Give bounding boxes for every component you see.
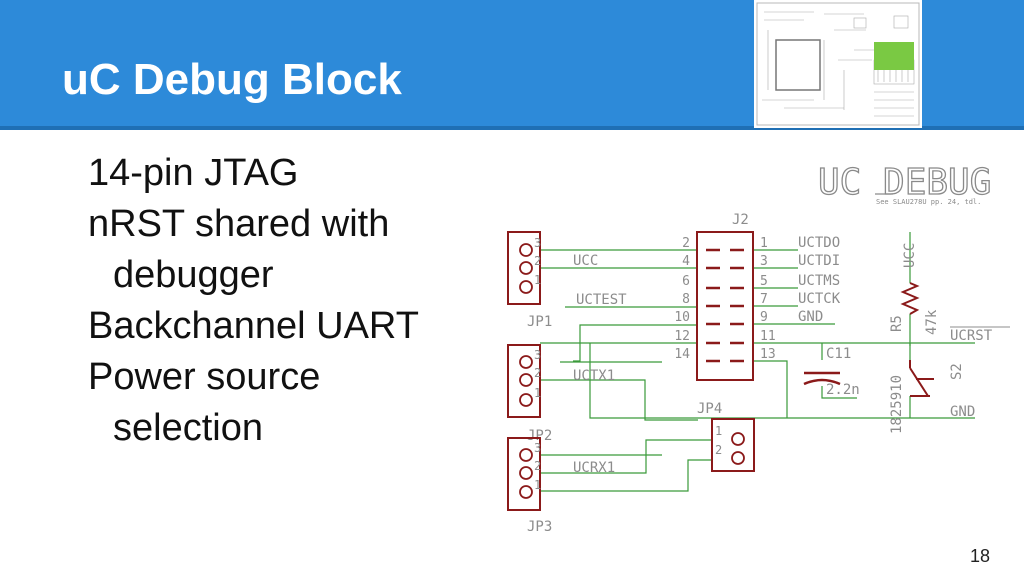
net-label: UCTCK <box>798 291 841 307</box>
jp3-pin-number: 2 <box>534 459 541 473</box>
bullet-item: Backchannel UART <box>88 305 419 347</box>
jp1-connector <box>507 231 541 305</box>
j2-pin-stubs <box>706 248 744 363</box>
r5-label: R5 <box>889 315 905 332</box>
bullet-list: 14-pin JTAG nRST shared with debugger Ba… <box>88 148 419 454</box>
bullet-item: nRST shared with <box>88 203 390 245</box>
jp2-pin-numbers: 3 2 1 <box>534 348 541 400</box>
net-label: GND <box>950 404 975 420</box>
jp3-pin-number: 1 <box>534 478 541 492</box>
jp1-pin-number: 1 <box>534 273 541 287</box>
wires <box>540 232 975 492</box>
j2-right-pin-numbers: 1 3 5 7 9 11 13 <box>760 236 776 362</box>
bullet-item-continuation: debugger <box>113 254 274 296</box>
jp3-connector <box>507 437 541 511</box>
jp2-pins <box>519 355 533 407</box>
jp2-label: JP2 <box>527 428 552 444</box>
j2-connector <box>696 231 754 381</box>
c11-label: C11 <box>826 346 851 362</box>
net-label: UCC <box>902 243 918 268</box>
header-divider <box>0 126 1024 130</box>
jp1-pin-numbers: 3 2 1 <box>534 236 541 287</box>
net-label: UCTX1 <box>573 368 615 384</box>
jp2-pin-number: 2 <box>534 366 541 380</box>
jp1-pin-number: 3 <box>534 236 541 250</box>
jp2-pin-number: 1 <box>534 386 541 400</box>
j2-pin-number: 6 <box>682 274 690 289</box>
schematic-heading: UC DEBUG <box>818 162 991 203</box>
s2-label: S2 <box>949 363 965 380</box>
jp4-pin-number: 2 <box>715 443 722 457</box>
j2-label: J2 <box>732 212 749 228</box>
j2-pin-number: 7 <box>760 292 768 307</box>
jp3-pin-number: 3 <box>534 441 541 455</box>
j2-pin-number: 13 <box>760 347 776 362</box>
jp2-connector <box>507 344 541 418</box>
r5-resistor <box>900 282 920 315</box>
jp3-pin-numbers: 3 2 1 <box>534 441 541 492</box>
jp1-label: JP1 <box>527 314 552 330</box>
jp1-pins <box>519 243 533 294</box>
bullet-item: Power source <box>88 356 321 398</box>
net-label: UCTEST <box>576 292 627 308</box>
net-label: UCC <box>573 253 598 269</box>
jp3-label: JP3 <box>527 519 552 535</box>
page-number: 18 <box>970 546 991 566</box>
slide-title: uC Debug Block <box>62 55 402 104</box>
j2-pin-number: 8 <box>682 292 690 307</box>
jp4-pin-numbers: 1 2 <box>715 424 722 457</box>
net-label: GND <box>798 309 823 325</box>
jp1-pin-number: 2 <box>534 254 541 268</box>
j2-pin-number: 1 <box>760 236 768 251</box>
jp4-label: JP4 <box>697 401 722 417</box>
schematic-subheading: See SLAU278U pp. 24, tdl. <box>876 198 981 206</box>
c11-capacitor <box>803 371 841 386</box>
j2-pin-number: 14 <box>674 347 690 362</box>
jp4-pin-number: 1 <box>715 424 722 438</box>
jp4-connector <box>711 418 755 472</box>
j2-pin-number: 3 <box>760 254 768 269</box>
net-label: UCTMS <box>798 273 840 289</box>
jp4-pins <box>731 432 745 465</box>
jp2-pin-number: 3 <box>534 348 541 362</box>
jp3-pins <box>519 448 533 499</box>
j2-left-pin-numbers: 2 4 6 8 10 12 14 <box>674 236 690 362</box>
net-label: UCTDI <box>798 253 840 269</box>
j2-pin-number: 10 <box>674 310 690 325</box>
s2-switch <box>909 360 934 397</box>
schematic-thumbnail <box>754 0 922 128</box>
net-label: UCRST <box>950 328 993 344</box>
net-labels: UCC UCTEST UCTX1 UCRX1 UCTDO UCTDI UCTMS… <box>573 235 993 476</box>
c11-value: 2.2n <box>826 382 860 398</box>
debug-schematic: UC DEBUG See SLAU278U pp. 24, tdl. J2 <box>507 161 1010 535</box>
r5-value: 47k <box>924 309 940 335</box>
net-label: UCRX1 <box>573 460 615 476</box>
bullet-item: 14-pin JTAG <box>88 152 299 194</box>
j2-pin-number: 5 <box>760 274 768 289</box>
net-label: UCTDO <box>798 235 840 251</box>
bullet-item-continuation: selection <box>113 407 263 449</box>
j2-pin-number: 2 <box>682 236 690 251</box>
s2-part-number: 1825910 <box>889 375 905 434</box>
j2-pin-number: 4 <box>682 254 690 269</box>
j2-pin-number: 12 <box>674 329 690 344</box>
j2-pin-number: 11 <box>760 329 776 344</box>
j2-pin-number: 9 <box>760 310 768 325</box>
